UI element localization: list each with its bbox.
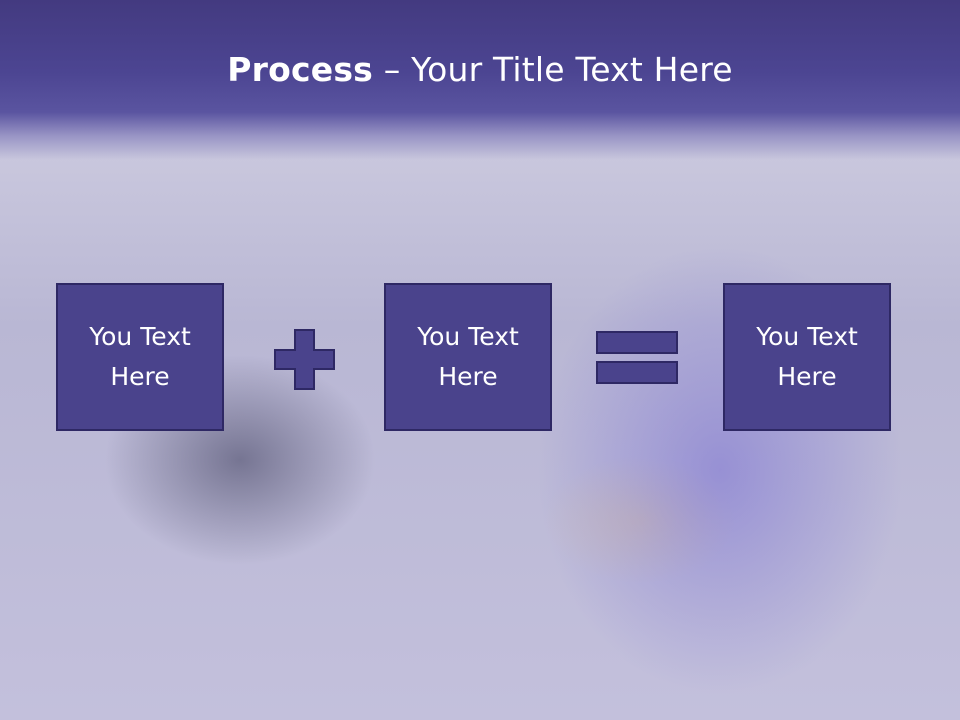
slide-title-rest: – Your Title Text Here bbox=[373, 50, 733, 89]
process-box-3[interactable]: You Text Here bbox=[723, 283, 891, 431]
slide-title: Process – Your Title Text Here bbox=[0, 50, 960, 89]
process-box-3-line-2: Here bbox=[777, 362, 837, 391]
plus-icon bbox=[274, 329, 335, 390]
title-band bbox=[0, 0, 960, 160]
process-box-1[interactable]: You Text Here bbox=[56, 283, 224, 431]
process-box-2[interactable]: You Text Here bbox=[384, 283, 552, 431]
process-box-2-line-1: You Text bbox=[417, 322, 519, 351]
slide-title-bold: Process bbox=[227, 50, 374, 89]
process-box-3-line-1: You Text bbox=[756, 322, 858, 351]
process-box-2-line-2: Here bbox=[438, 362, 498, 391]
process-box-1-line-1: You Text bbox=[89, 322, 191, 351]
process-box-1-line-2: Here bbox=[110, 362, 170, 391]
equals-icon bbox=[596, 331, 678, 384]
